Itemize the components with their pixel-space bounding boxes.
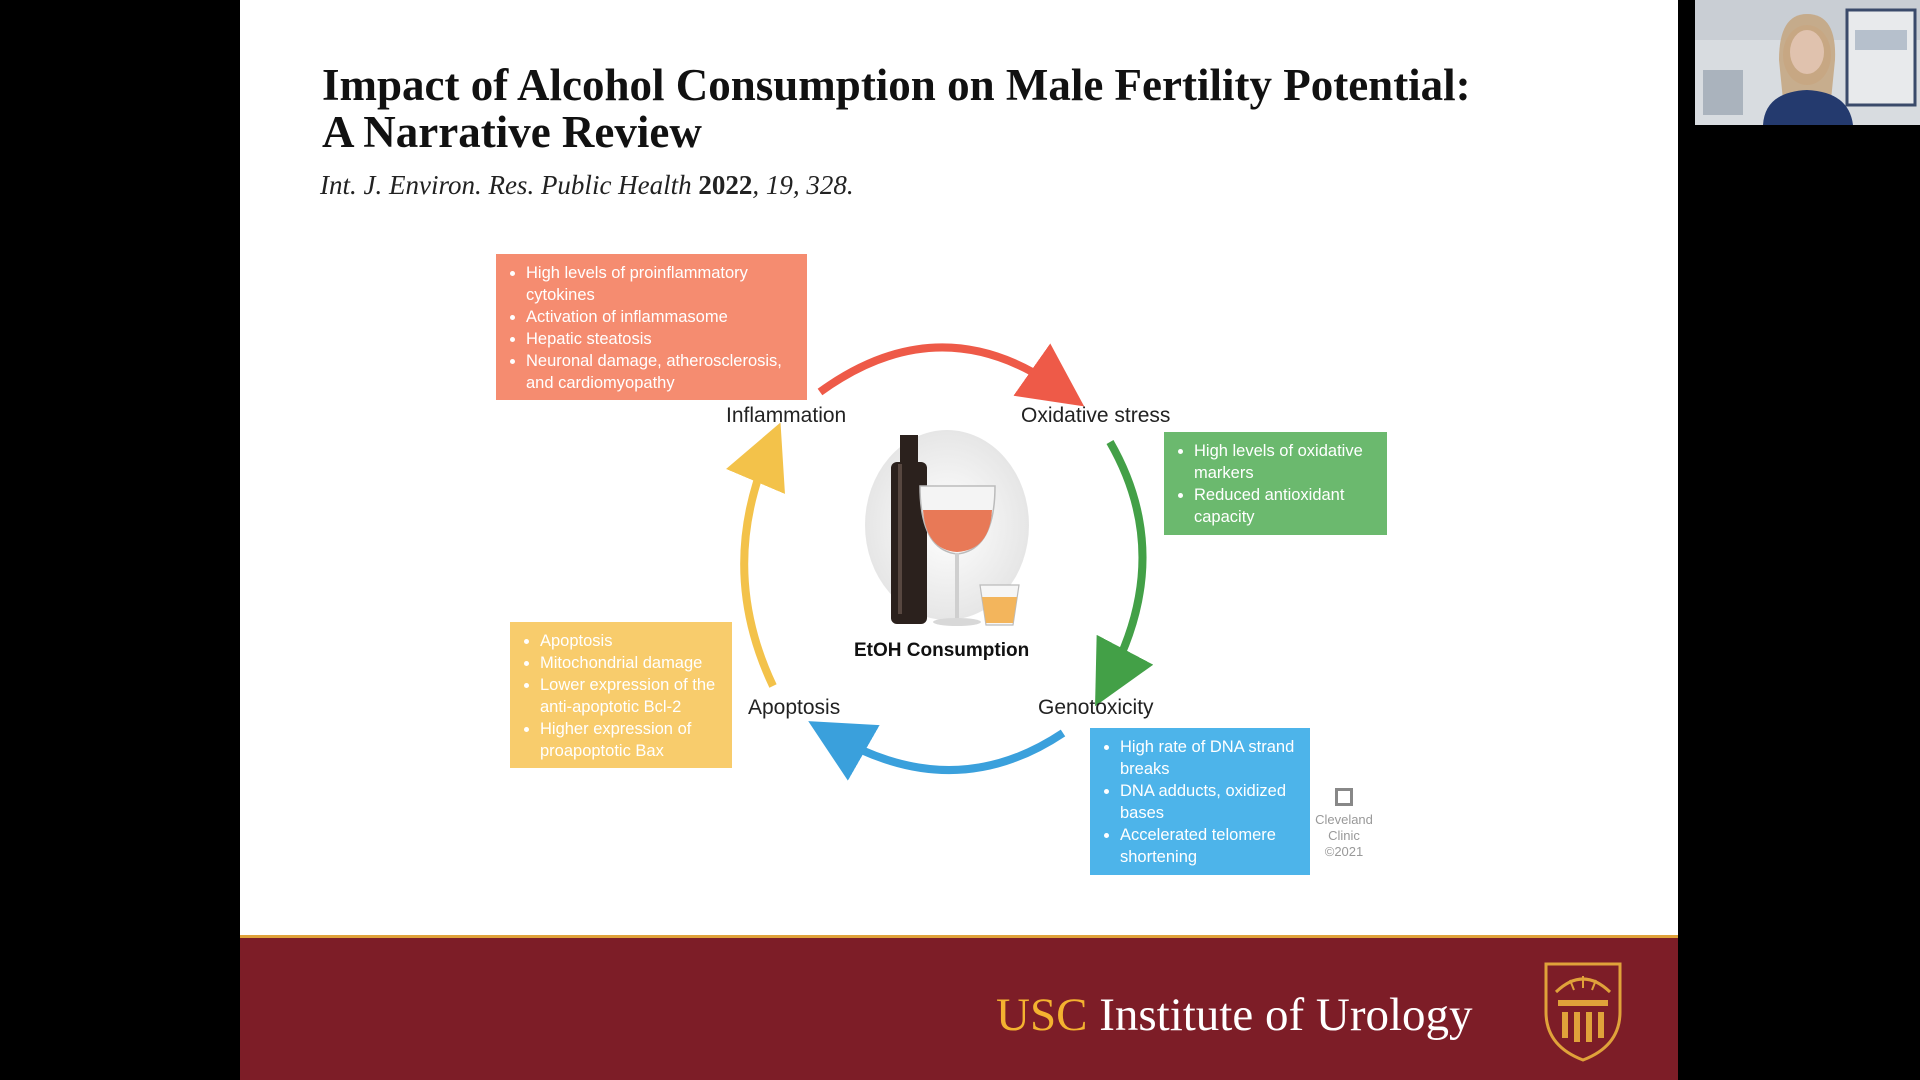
credit-line2: Clinic xyxy=(1328,828,1360,843)
arrow-red xyxy=(817,343,1085,407)
credit-line3: ©2021 xyxy=(1324,844,1364,859)
list-item: High rate of DNA strand breaks xyxy=(1120,736,1302,780)
arrow-green xyxy=(1095,440,1154,707)
citation-rest: , 19, 328. xyxy=(752,170,854,200)
slide-title: Impact of Alcohol Consumption on Male Fe… xyxy=(322,62,1642,156)
usc-wordmark: USC xyxy=(996,989,1088,1041)
credit-line1: Cleveland xyxy=(1315,812,1373,827)
list-item: Lower expression of the anti-apoptotic B… xyxy=(540,674,724,718)
cycle-arrows xyxy=(726,343,1154,781)
list-item: Hepatic steatosis xyxy=(526,328,799,350)
participant-video[interactable] xyxy=(1695,0,1920,125)
arrow-yellow xyxy=(726,422,785,688)
list-item: Accelerated telomere shortening xyxy=(1120,824,1302,868)
genotoxicity-box: High rate of DNA strand breaks DNA adduc… xyxy=(1090,728,1310,875)
alcohol-cycle-diagram: Inflammation Oxidative stress Genotoxici… xyxy=(240,0,1678,930)
institute-name: USC Institute of Urology xyxy=(996,988,1473,1042)
list-item: Neuronal damage, atherosclerosis, and ca… xyxy=(526,350,799,394)
apoptosis-box: Apoptosis Mitochondrial damage Lower exp… xyxy=(510,622,732,768)
node-oxidative-stress: Oxidative stress xyxy=(1021,404,1171,427)
list-item: Higher expression of proapoptotic Bax xyxy=(540,718,724,762)
slide-title-line2: A Narrative Review xyxy=(322,107,702,157)
list-item: High levels of oxidative markers xyxy=(1194,440,1379,484)
inflammation-box: High levels of proinflammatory cytokines… xyxy=(496,254,807,400)
cleveland-clinic-logo-icon xyxy=(1335,788,1353,806)
list-item: DNA adducts, oxidized bases xyxy=(1120,780,1302,824)
oxidative-stress-box: High levels of oxidative markers Reduced… xyxy=(1164,432,1387,535)
arrow-blue xyxy=(808,721,1066,781)
slide-title-line1: Impact of Alcohol Consumption on Male Fe… xyxy=(322,60,1471,110)
participant-video-icon xyxy=(1695,0,1920,125)
citation: Int. J. Environ. Res. Public Health 2022… xyxy=(320,170,854,201)
usc-seal-icon xyxy=(1544,962,1622,1062)
node-inflammation: Inflammation xyxy=(726,404,847,427)
list-item: Reduced antioxidant capacity xyxy=(1194,484,1379,528)
node-genotoxicity: Genotoxicity xyxy=(1038,696,1154,719)
citation-year: 2022 xyxy=(698,170,753,200)
center-label: EtOH Consumption xyxy=(854,640,1030,661)
citation-journal: Int. J. Environ. Res. Public Health xyxy=(320,170,692,200)
list-item: Mitochondrial damage xyxy=(540,652,724,674)
alcohol-drinks-image xyxy=(865,430,1029,626)
institute-wordmark: Institute of Urology xyxy=(1087,989,1473,1041)
list-item: High levels of proinflammatory cytokines xyxy=(526,262,799,306)
cleveland-clinic-credit: Cleveland Clinic ©2021 xyxy=(1312,788,1376,860)
list-item: Apoptosis xyxy=(540,630,724,652)
presentation-slide: Impact of Alcohol Consumption on Male Fe… xyxy=(240,0,1678,1080)
node-apoptosis: Apoptosis xyxy=(748,696,841,719)
footer-banner: USC Institute of Urology xyxy=(240,935,1678,1080)
list-item: Activation of inflammasome xyxy=(526,306,799,328)
